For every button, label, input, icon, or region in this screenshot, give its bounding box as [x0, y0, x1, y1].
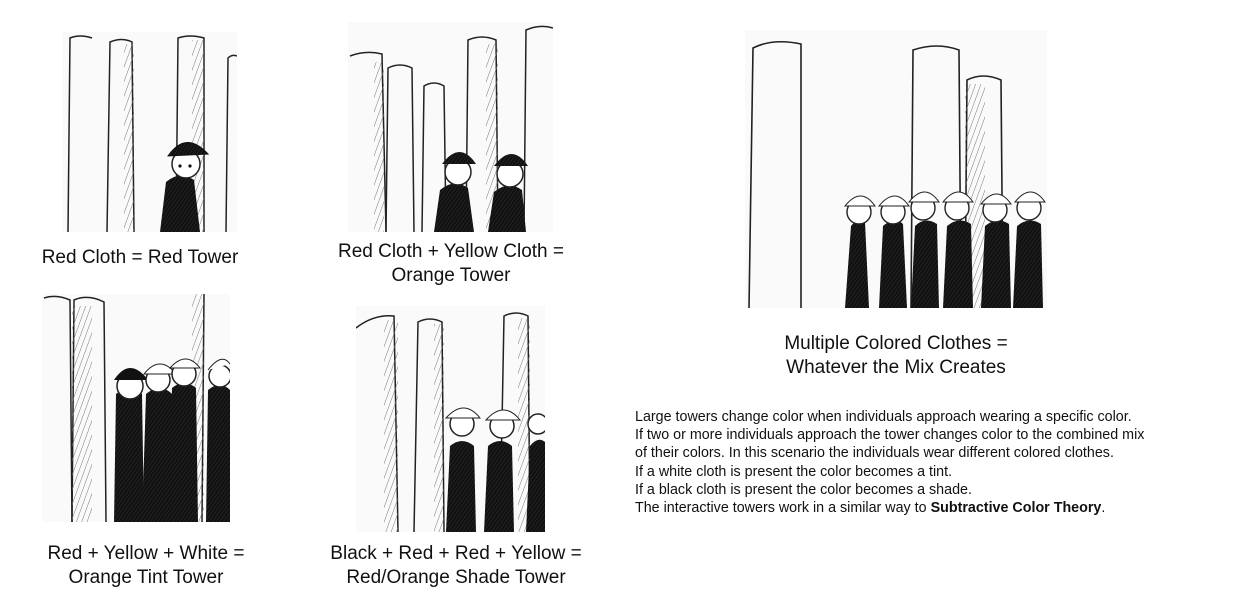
description-line: Large towers change color when individua…: [635, 409, 1132, 425]
sketch-orange-tint-tower: [42, 294, 230, 522]
caption-line: Red Cloth + Yellow Cloth =: [337, 241, 565, 262]
caption-line: Whatever the Mix Creates: [786, 357, 1006, 378]
sketch-orange-tower-drawing: [348, 22, 553, 232]
description-final-suffix: .: [1101, 500, 1106, 517]
sketch-multi-mix-tower: [745, 30, 1047, 308]
sketch-orange-tower: [348, 22, 553, 232]
description-final-prefix: The interactive towers work in a similar…: [635, 500, 931, 517]
caption-line: Orange Tint Tower: [68, 567, 224, 588]
description-line: If a white cloth is present the color be…: [635, 463, 953, 480]
sketch-orange-tint-tower-drawing: [42, 294, 230, 522]
caption-line: Orange Tower: [391, 265, 511, 286]
caption-red-tower: Red Cloth = Red Tower: [20, 246, 260, 270]
description-line: If two or more individuals approach the …: [635, 427, 1145, 444]
caption-multi-mix-tower: Multiple Colored Clothes = Whatever the …: [750, 332, 1042, 380]
caption-shade-tower: Black + Red + Red + Yellow = Red/Orange …: [310, 542, 602, 590]
sketch-red-tower: [62, 32, 237, 232]
sketch-red-tower-drawing: [62, 32, 237, 232]
caption-line: Multiple Colored Clothes =: [784, 333, 1008, 354]
caption-orange-tint-tower: Red + Yellow + White = Orange Tint Tower: [16, 542, 276, 590]
subtractive-color-theory-term: Subtractive Color Theory: [930, 500, 1102, 517]
caption-line: Black + Red + Red + Yellow =: [330, 543, 582, 564]
sketch-shade-tower: [356, 306, 545, 532]
caption-orange-tower: Red Cloth + Yellow Cloth = Orange Tower: [316, 240, 586, 288]
sketch-multi-mix-tower-drawing: [745, 30, 1047, 308]
caption-line: Red Cloth = Red Tower: [41, 247, 239, 268]
tower-color-description: Large towers change color when individua…: [635, 408, 1225, 517]
sketch-shade-tower-drawing: [356, 306, 545, 532]
description-final-line: The interactive towers work in a similar…: [635, 499, 1225, 517]
caption-line: Red/Orange Shade Tower: [346, 567, 566, 588]
description-line: If a black cloth is present the color be…: [635, 481, 972, 498]
description-line: of their colors. In this scenario the in…: [635, 445, 1114, 462]
caption-line: Red + Yellow + White =: [47, 543, 245, 564]
